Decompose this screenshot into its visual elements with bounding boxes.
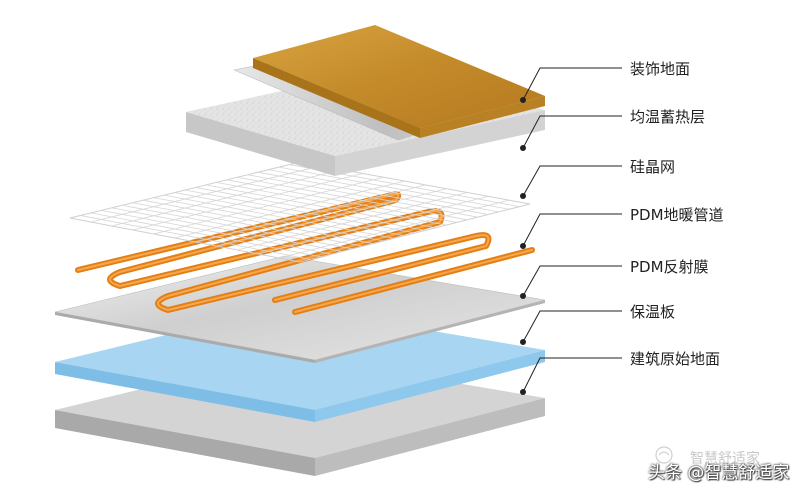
leader-dots [520, 97, 526, 395]
label-insulation: 保温板 [630, 303, 676, 321]
label-heat-storage: 均温蓄热层 [630, 108, 706, 126]
label-decor-floor: 装饰地面 [630, 60, 691, 78]
heating-pipe-layer [75, 191, 535, 315]
decor-floor-layer [232, 25, 545, 141]
label-pdm-film: PDM反射膜 [630, 258, 709, 276]
label-silicon-mesh: 硅晶网 [630, 158, 676, 176]
watermark-faint: 智慧舒适家 [690, 451, 760, 467]
silicon-mesh-layer [69, 161, 531, 263]
leader-lines [522, 67, 622, 393]
watermark-logo-icon [655, 446, 673, 464]
label-base-floor: 建筑原始地面 [630, 350, 721, 368]
watermark-main: 头条 @智慧舒适家 [648, 463, 790, 483]
label-pdm-pipe: PDM地暖管道 [630, 206, 724, 224]
